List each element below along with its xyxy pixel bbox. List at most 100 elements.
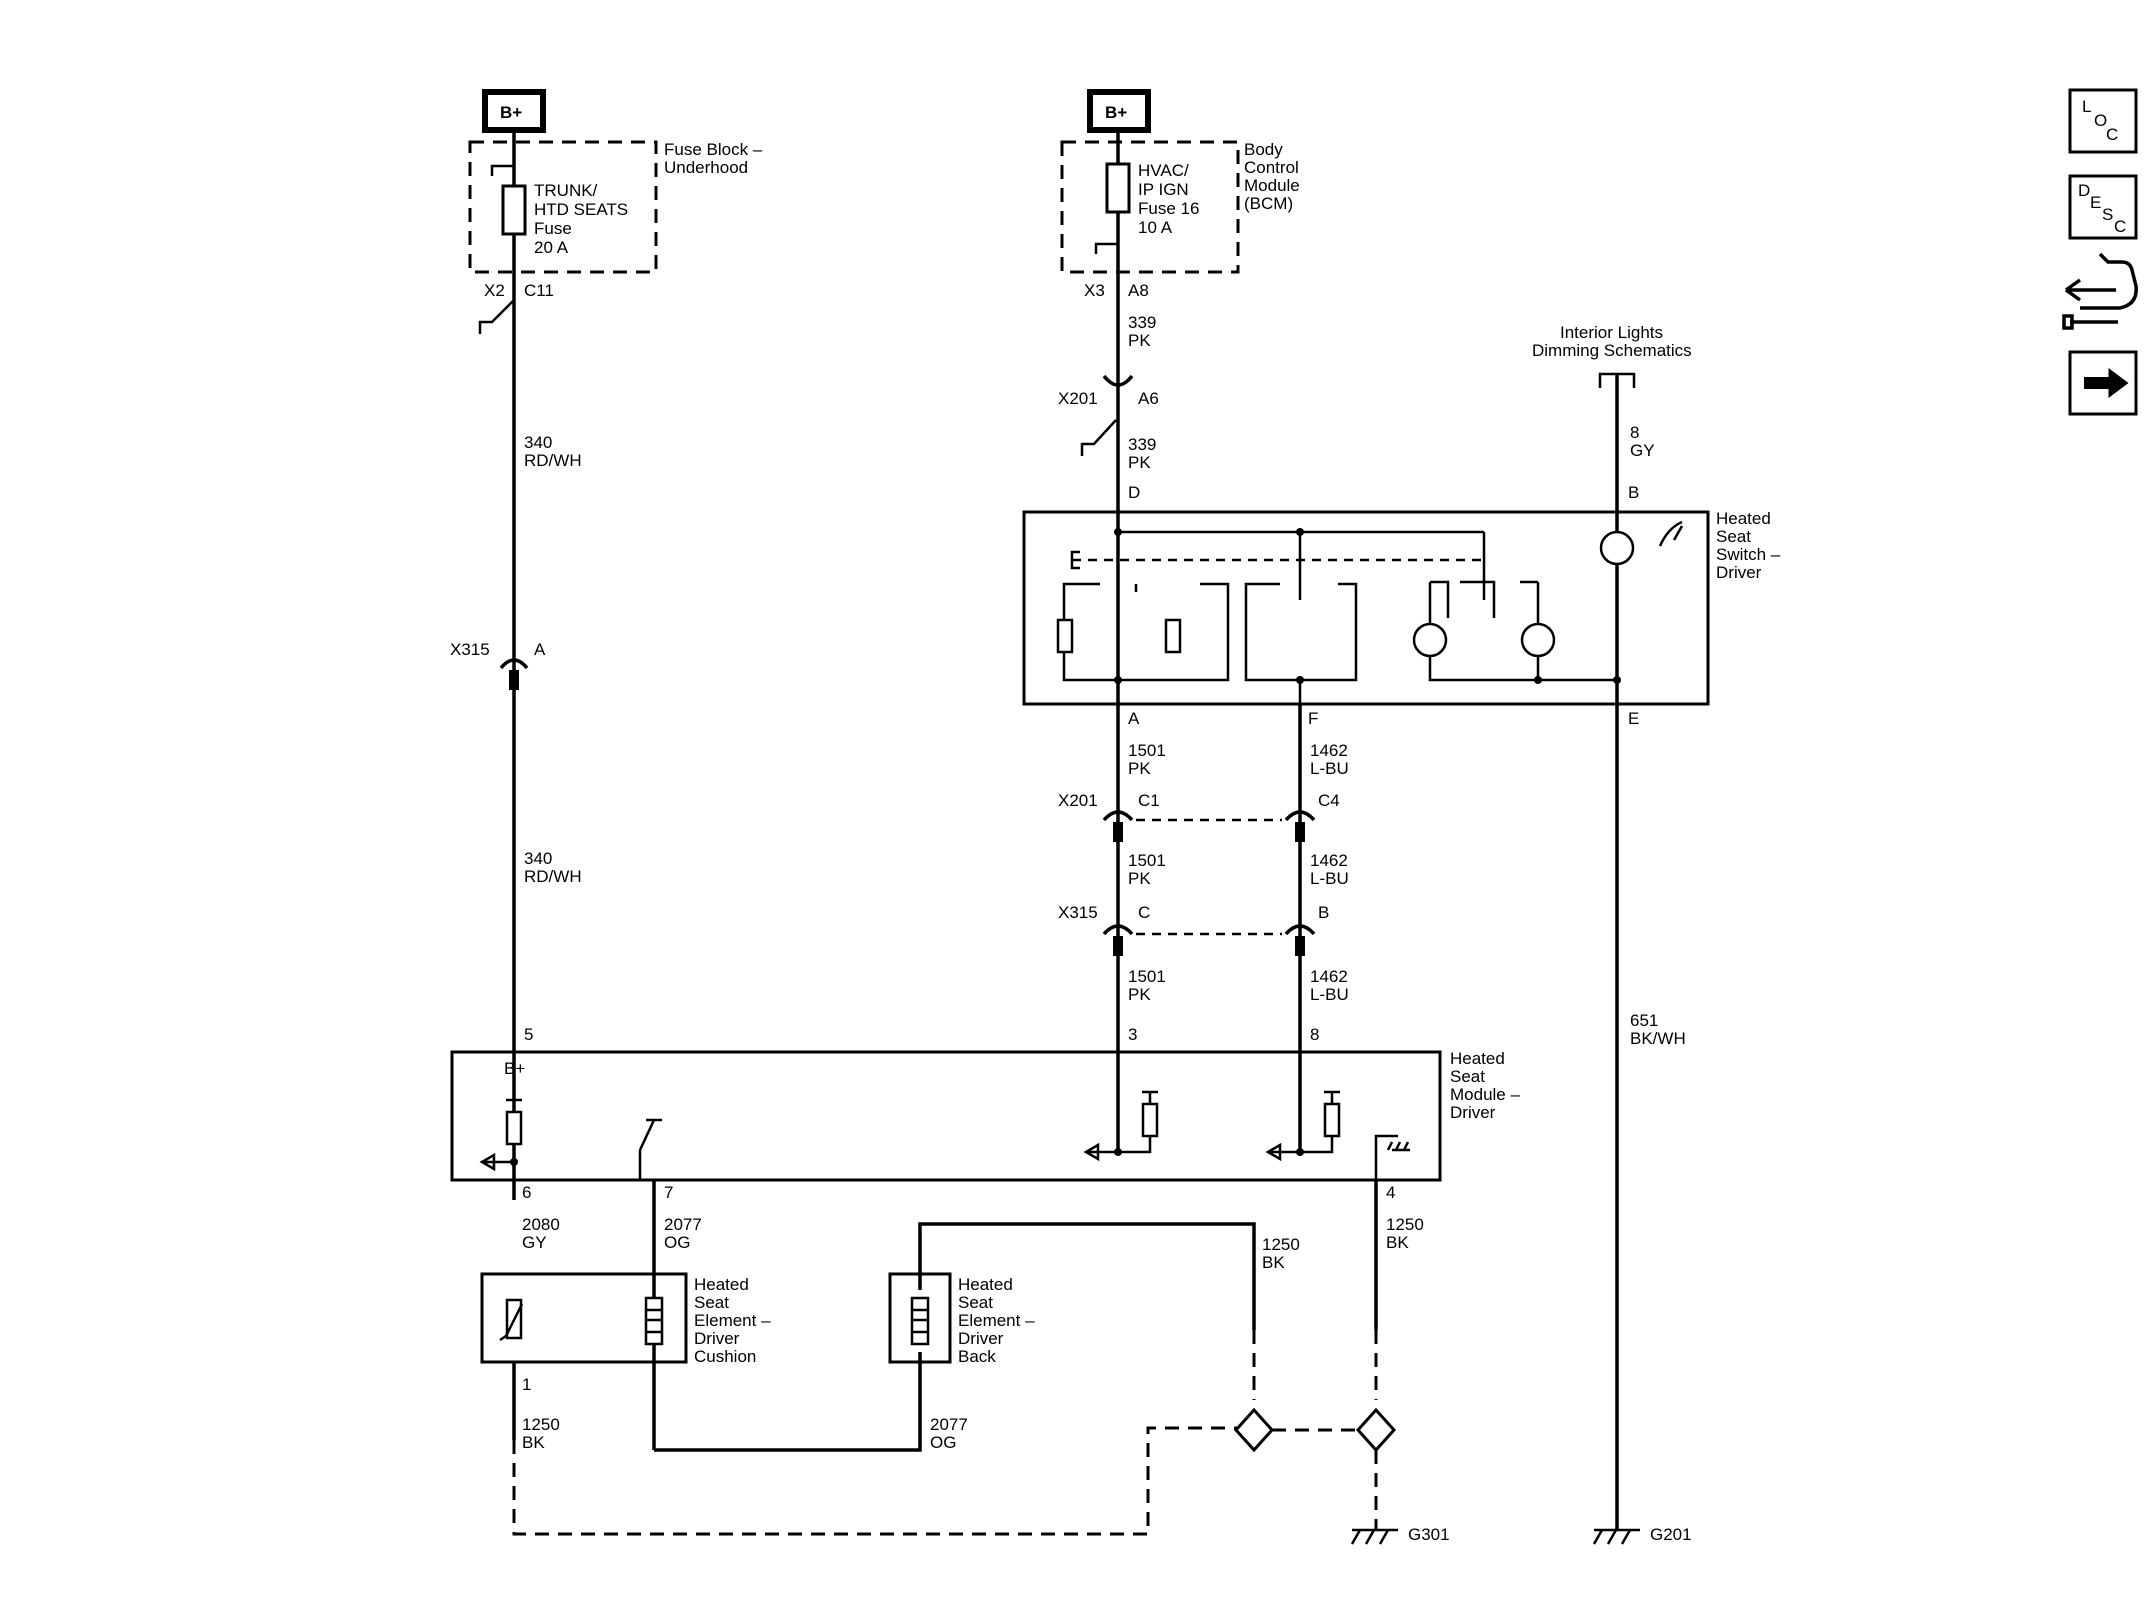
svg-text:Interior Lights: Interior Lights (1560, 323, 1663, 342)
svg-text:Seat: Seat (1716, 527, 1751, 546)
pin-cushion-1: 1 (522, 1375, 531, 1394)
connector-x315-c: X315 (1058, 903, 1098, 922)
wire-1250-back (918, 1222, 1256, 1330)
svg-text:Heated: Heated (1716, 509, 1771, 528)
bcm-label: Body Control Module (BCM) (1244, 140, 1300, 213)
svg-text:D: D (2078, 181, 2090, 200)
svg-text:PK: PK (1128, 985, 1151, 1004)
pin-module-5: 5 (524, 1025, 533, 1044)
ground-g201: G201 (1650, 1525, 1692, 1544)
wire-2077-label-lower: 2077 OG (930, 1415, 968, 1452)
x201-a6-socket (1102, 374, 1134, 387)
heated-seat-cushion-label: Heated Seat Element – Driver Cushion (694, 1275, 771, 1366)
svg-text:(BCM): (BCM) (1244, 194, 1293, 213)
connector-x2-symbol (478, 299, 515, 334)
svg-text:Driver: Driver (958, 1329, 1004, 1348)
interior-lights-label: Interior Lights Dimming Schematics (1532, 323, 1692, 360)
x315-a-socket (499, 658, 529, 670)
svg-text:Heated: Heated (1450, 1049, 1505, 1068)
pin-module-6: 6 (522, 1183, 531, 1202)
svg-text:Back: Back (958, 1347, 996, 1366)
svg-text:Fuse Block –: Fuse Block – (664, 140, 763, 159)
wire-2080-label: 2080 GY (522, 1215, 560, 1252)
svg-text:BK: BK (1262, 1253, 1285, 1272)
ground-g301: G301 (1408, 1525, 1450, 1544)
fuse-block-label: Fuse Block – Underhood (664, 140, 763, 177)
pin-a6: A6 (1138, 389, 1159, 408)
wire-8-label: 8 GY (1630, 423, 1655, 460)
svg-text:RD/WH: RD/WH (524, 451, 582, 470)
svg-text:PK: PK (1128, 759, 1151, 778)
svg-text:OG: OG (664, 1233, 690, 1252)
svg-text:HVAC/: HVAC/ (1138, 161, 1189, 180)
pin-module-4: 4 (1386, 1183, 1395, 1202)
svg-text:Underhood: Underhood (664, 158, 748, 177)
pin-module-8: 8 (1310, 1025, 1319, 1044)
svg-text:1250: 1250 (1262, 1235, 1300, 1254)
heated-seat-module-box (450, 1050, 1442, 1182)
heated-seat-module-label: Heated Seat Module – Driver (1450, 1049, 1520, 1122)
svg-text:Control: Control (1244, 158, 1299, 177)
fuse-16 (1105, 162, 1131, 214)
pin-switch-b: B (1628, 483, 1639, 502)
svg-text:Seat: Seat (958, 1293, 993, 1312)
svg-text:HTD SEATS: HTD SEATS (534, 200, 628, 219)
svg-text:Fuse 16: Fuse 16 (1138, 199, 1199, 218)
svg-text:L-BU: L-BU (1310, 869, 1349, 888)
svg-text:Body: Body (1244, 140, 1283, 159)
bcm-outline (1060, 140, 1240, 274)
svg-text:1462: 1462 (1310, 741, 1348, 760)
svg-text:PK: PK (1128, 869, 1151, 888)
svg-text:BK: BK (522, 1433, 545, 1452)
svg-text:Driver: Driver (1716, 563, 1762, 582)
cushion-thermistor (499, 1298, 524, 1342)
svg-text:TRUNK/: TRUNK/ (534, 181, 598, 200)
pin-c11: C11 (524, 281, 554, 300)
ground-g301-symbol (1350, 1528, 1398, 1545)
svg-text:20 A: 20 A (534, 238, 569, 257)
wire-1250-label-cushion: 1250 BK (522, 1415, 560, 1452)
svg-text:1250: 1250 (522, 1415, 560, 1434)
desc-button[interactable]: D E S C (2068, 174, 2138, 240)
pin-x201-c4: C4 (1318, 791, 1340, 810)
module-bplus: B+ (504, 1059, 525, 1078)
x201-a6-symbol (1080, 419, 1117, 456)
wire-1250-cushion-dashed (512, 1426, 1246, 1536)
fuse-block-outline (468, 140, 658, 274)
connector-x315-group (1102, 924, 1316, 956)
svg-text:10 A: 10 A (1138, 218, 1173, 237)
svg-text:340: 340 (524, 433, 552, 452)
heated-seat-back-box (888, 1272, 952, 1364)
loc-button[interactable]: L O C (2068, 88, 2138, 154)
next-page-arrow-icon[interactable] (2068, 350, 2138, 416)
heated-seat-cushion-box (480, 1272, 688, 1364)
pin-x315-b: B (1318, 903, 1329, 922)
svg-text:2077: 2077 (930, 1415, 968, 1434)
wire-1250-label-module: 1250 BK (1386, 1215, 1424, 1252)
wire-1250-label-back: 1250 BK (1262, 1235, 1300, 1272)
svg-text:GY: GY (1630, 441, 1655, 460)
wire-1501-label-3: 1501 PK (1128, 967, 1166, 1004)
wire-339-label-upper: 339 PK (1128, 313, 1156, 350)
x315-a-pin (509, 670, 519, 690)
pin-switch-f: F (1308, 709, 1318, 728)
svg-text:1462: 1462 (1310, 967, 1348, 986)
connector-x201-c-group (1102, 810, 1316, 842)
pin-switch-e: E (1628, 709, 1639, 728)
connector-repair-icon[interactable] (2062, 252, 2138, 330)
fuse-16-label: HVAC/ IP IGN Fuse 16 10 A (1138, 161, 1199, 237)
back-heating-element (910, 1296, 930, 1346)
svg-text:1501: 1501 (1128, 967, 1166, 986)
svg-text:L: L (2082, 97, 2091, 116)
pin-module-7: 7 (664, 1183, 673, 1202)
svg-text:340: 340 (524, 849, 552, 868)
svg-text:S: S (2102, 205, 2113, 224)
svg-text:1501: 1501 (1128, 851, 1166, 870)
svg-text:PK: PK (1128, 331, 1151, 350)
heated-seat-back-label: Heated Seat Element – Driver Back (958, 1275, 1035, 1366)
svg-text:RD/WH: RD/WH (524, 867, 582, 886)
pin-x201-c1: C1 (1138, 791, 1160, 810)
module-internal-circuit (479, 1090, 1410, 1180)
svg-text:1250: 1250 (1386, 1215, 1424, 1234)
